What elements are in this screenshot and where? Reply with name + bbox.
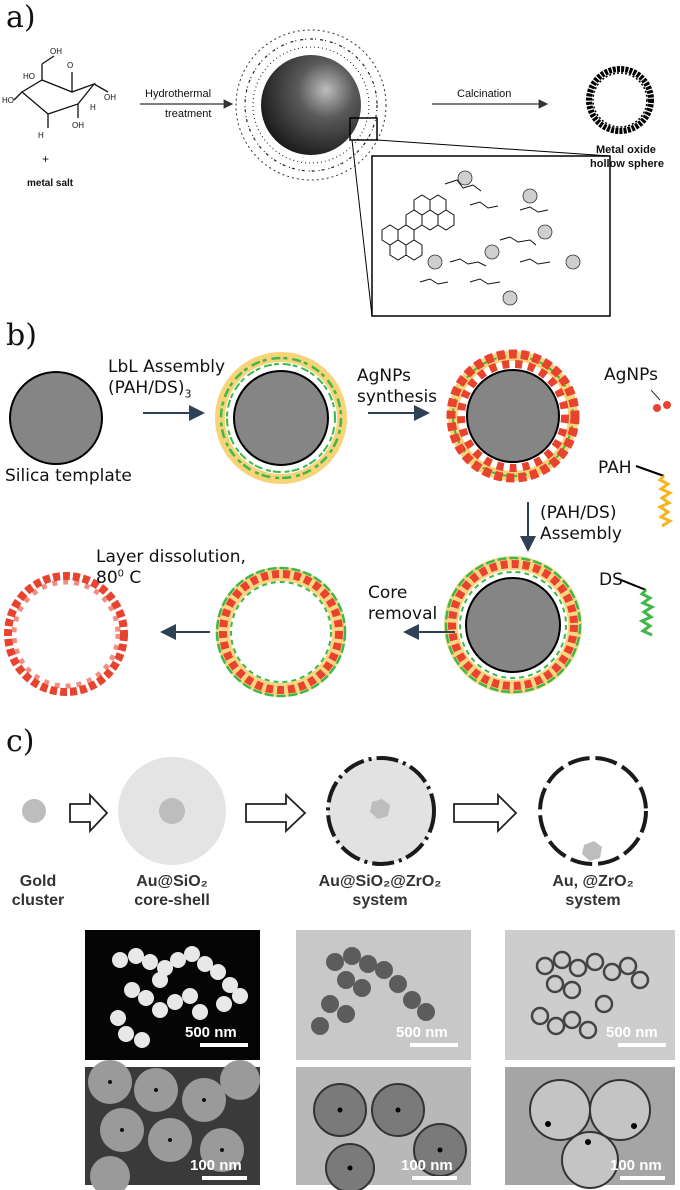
pah-ds-text: (PAH/DS) (108, 378, 185, 398)
svg-text:OH: OH (104, 93, 116, 102)
au-sio2-zro2-system (326, 756, 436, 866)
legend-pah-label: PAH (598, 458, 632, 478)
legend-ds-label: DS (599, 570, 623, 590)
svg-text:H: H (90, 103, 96, 112)
zoom-inset-box (371, 155, 611, 317)
au-sio2-label-2: core-shell (134, 892, 210, 909)
panel-c-label: c) (6, 724, 35, 759)
legend-agnps-label: AgNPs (604, 365, 658, 385)
scale-label-sem-500: 500 nm (185, 1024, 237, 1041)
au-sio2-label-1: Au@SiO₂ (136, 873, 208, 890)
metal-oxide-label: Metal oxide (596, 144, 656, 156)
hollow-arrow-2 (245, 792, 307, 834)
scale-label-sem-100: 100 nm (190, 1157, 242, 1174)
scale-label-hollow-500: 500 nm (606, 1024, 658, 1041)
svg-text:HO: HO (2, 96, 14, 105)
layer-dissolution-label: Layer dissolution, (96, 547, 246, 567)
au-zro2-hollow-system (538, 756, 648, 866)
core-removal-label-1: Core (368, 583, 408, 603)
scale-bar-tem-500 (410, 1043, 458, 1047)
glucose-structure (13, 55, 109, 128)
gold-cluster (22, 799, 46, 823)
au-sio2-zro2-label-2: system (352, 892, 408, 909)
svg-text:OH: OH (72, 121, 84, 130)
agnps-synthesis-label-2: synthesis (357, 387, 438, 407)
hydrothermal-label: Hydrothermal (145, 88, 212, 100)
scale-label-tem-500: 500 nm (396, 1024, 448, 1041)
zoom-box-small (349, 117, 378, 141)
legend-ds-chain (615, 577, 656, 637)
gold-cluster-label-1: Gold (19, 873, 57, 890)
plus-sign: + (42, 152, 50, 166)
au-zro2-label-2: system (565, 892, 621, 909)
panel-b-label: b) (6, 318, 37, 353)
scale-bar-hollow-500 (618, 1043, 666, 1047)
metal-salt-label: metal salt (27, 178, 74, 189)
agnps-synthesis-label-1: AgNPs (357, 366, 411, 386)
au-sio2-zro2-label-1: Au@SiO₂@ZrO₂ (318, 873, 442, 890)
scale-label-tem-100: 100 nm (401, 1157, 453, 1174)
treatment-label: treatment (165, 108, 212, 120)
sem-image-sio2-500nm (85, 930, 260, 1060)
hollow-arrow-1 (69, 792, 109, 834)
agnp-decorated-sphere (446, 349, 580, 483)
tem-image-hollow-500nm (505, 930, 675, 1060)
sem-image-sio2-100nm (85, 1060, 260, 1190)
core-removal-label-2: removal (368, 604, 438, 624)
scale-bar-sem-500 (200, 1043, 248, 1047)
scale-bar-hollow-100 (620, 1176, 665, 1180)
panel-a-label: a) (6, 0, 36, 35)
tem-image-zro2-500nm (296, 930, 471, 1060)
svg-text:OH: OH (50, 47, 62, 56)
assembly-label-1: (PAH/DS) (540, 503, 617, 523)
assembly-label-2: Assembly (540, 524, 622, 544)
temperature-value: 80 (96, 568, 118, 588)
zoom-line-left (351, 139, 373, 317)
legend-pah-chain (635, 465, 674, 528)
temperature-label: 800 C (96, 568, 141, 588)
tem-image-hollow-100nm (505, 1067, 675, 1189)
au-zro2-label-1: Au, @ZrO₂ (552, 873, 634, 890)
zoom-line-right (376, 139, 611, 157)
multilayer-sphere (444, 556, 582, 694)
svg-text:O: O (67, 61, 73, 70)
tem-image-zro2-100nm (296, 1067, 471, 1190)
lbl-assembly-label: LbL Assembly (108, 357, 226, 377)
legend-agnps-dots (650, 389, 671, 412)
silica-template-sphere (9, 371, 103, 465)
calcination-label: Calcination (457, 88, 512, 100)
temperature-unit: C (124, 568, 142, 588)
carbon-template-sphere (235, 29, 387, 181)
pah-ds-subscript: 3 (184, 387, 192, 401)
gold-cluster-label-2: cluster (11, 892, 65, 909)
hollow-sphere-label: hollow sphere (590, 158, 664, 170)
scale-label-hollow-100: 100 nm (610, 1157, 662, 1174)
silver-hollow-shell (4, 572, 128, 696)
silica-template-label: Silica template (5, 466, 132, 486)
au-sio2-core-shell (118, 757, 226, 865)
hollow-arrow-3 (453, 792, 518, 834)
metal-oxide-hollow-sphere (586, 66, 654, 134)
pah-ds-label: (PAH/DS)3 (108, 378, 191, 400)
scale-bar-sem-100 (202, 1176, 247, 1180)
svg-text:H: H (38, 131, 44, 140)
scale-bar-tem-100 (412, 1176, 457, 1180)
temperature-degree: 0 (117, 568, 125, 580)
hollow-multilayer-capsule (215, 566, 347, 698)
glucose-atom-labels: OH O HO HO H OH OH H (2, 47, 116, 140)
svg-text:HO: HO (23, 72, 35, 81)
coated-sphere-1 (215, 352, 347, 484)
